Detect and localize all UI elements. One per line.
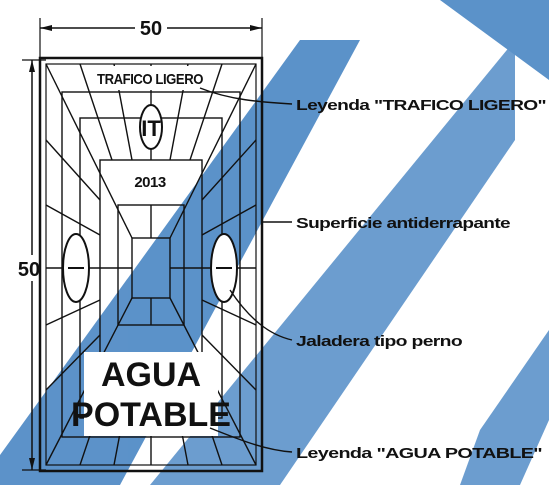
cover-year: 2013	[134, 174, 166, 191]
callout-label: Jaladera tipo perno	[296, 333, 462, 350]
width-dimension: 50	[39, 16, 263, 58]
bottom-legend-line2: POTABLE	[71, 396, 231, 434]
width-label: 50	[140, 18, 162, 40]
callout-label: Superficie antiderrapante	[296, 215, 510, 232]
callout-label: Leyenda "AGUA POTABLE"	[296, 445, 543, 462]
logo-letters: IT	[141, 116, 161, 141]
bottom-legend-line1: AGUA	[101, 356, 201, 394]
callout-leaders	[199, 87, 293, 453]
callout-label: Leyenda "TRAFICO LIGERO"	[296, 97, 546, 114]
logo-icon: IT	[139, 104, 163, 150]
right-handle	[210, 233, 238, 303]
left-handle	[62, 233, 90, 303]
height-label: 50	[18, 259, 40, 281]
top-legend: TRAFICO LIGERO	[97, 71, 204, 88]
